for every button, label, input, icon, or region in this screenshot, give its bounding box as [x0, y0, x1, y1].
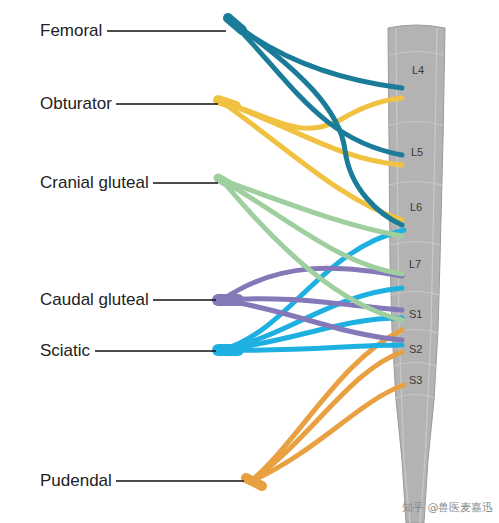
- nerve-name: Obturator: [40, 95, 112, 114]
- pudendal-nerve: [246, 330, 404, 486]
- nerve-name: Femoral: [40, 22, 102, 41]
- nerve-name: Caudal gluteal: [40, 291, 149, 310]
- nerve-name: Cranial gluteal: [40, 174, 149, 193]
- watermark: 知乎 @兽医麦嘉迅: [402, 502, 494, 514]
- leader-lines: [95, 31, 244, 481]
- segment-label: L4: [412, 64, 424, 76]
- nerve-name: Sciatic: [40, 342, 90, 361]
- segment-label: S2: [409, 343, 422, 355]
- segment-label: S1: [409, 308, 422, 320]
- sciatic-nerve: [218, 230, 404, 350]
- cranial-gluteal-nerve: [218, 178, 402, 320]
- nerve-name: Pudendal: [40, 472, 112, 491]
- segment-label: S3: [409, 374, 422, 386]
- femoral-nerve: [228, 18, 402, 225]
- segment-label: L6: [410, 201, 422, 213]
- caudal-gluteal-nerve: [218, 268, 402, 340]
- obturator-nerve: [218, 98, 402, 220]
- segment-label: L5: [411, 146, 423, 158]
- segment-label: L7: [409, 258, 421, 270]
